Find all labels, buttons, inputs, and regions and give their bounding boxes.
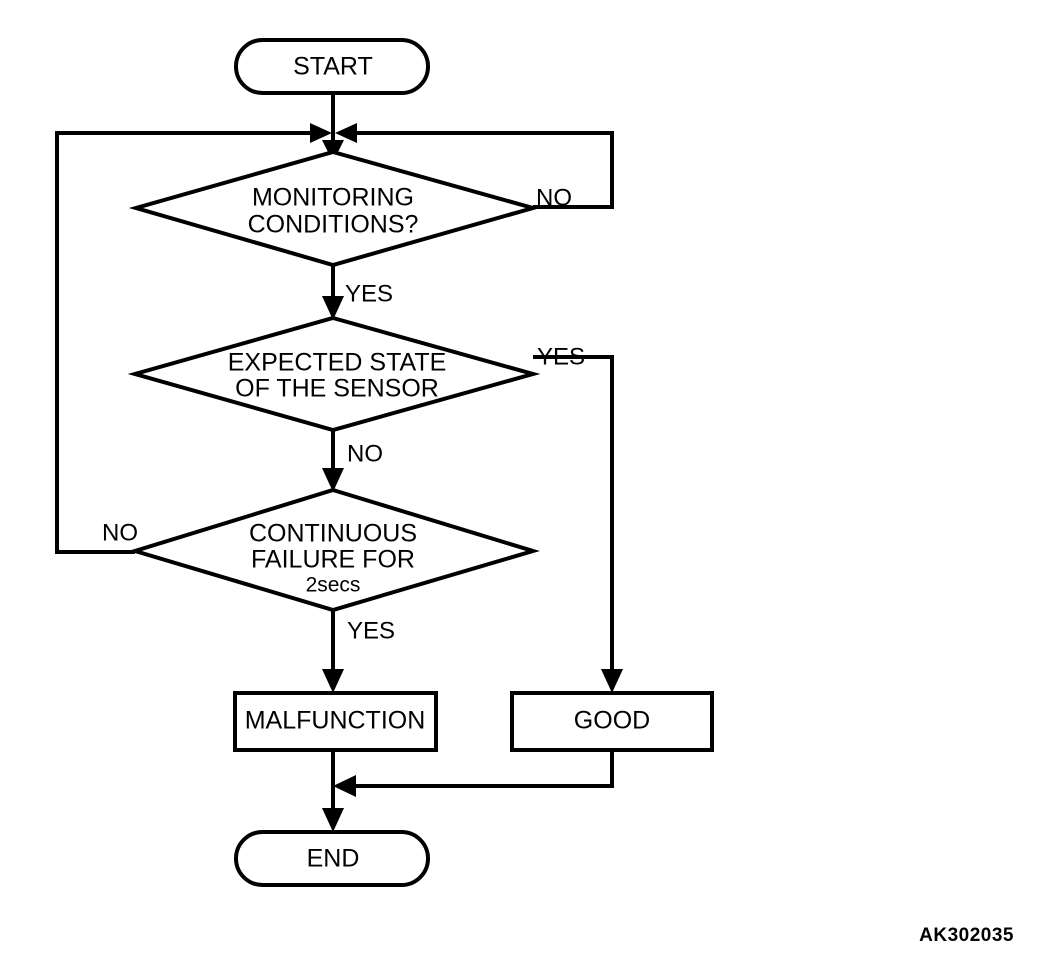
decision-expected-state-shape: [127, 315, 541, 433]
edge-label-expected-state-yes: YES: [537, 343, 585, 370]
node-decision-expected-state[interactable]: EXPECTED STATE OF THE SENSOR: [127, 315, 541, 433]
decision-continuous-failure-shape: [128, 487, 540, 613]
decision-monitoring-shape: [128, 149, 541, 268]
start-shape: [234, 38, 430, 95]
arrowhead-into-continuous-failure: [322, 468, 344, 492]
decision-monitoring-label-line1: MONITORING: [252, 184, 414, 212]
connector-continuous-failure-no-feedback: [55, 131, 320, 554]
node-start[interactable]: START: [234, 38, 430, 95]
arrowhead-feedback-left: [310, 123, 332, 143]
corner-code-label: AK302035: [919, 925, 1014, 946]
arrowhead-into-malfunction: [322, 669, 344, 693]
decision-continuous-failure-label-line1: CONTINUOUS: [249, 520, 417, 548]
decision-expected-state-label-line2: OF THE SENSOR: [235, 375, 439, 403]
arrowhead-into-expected-state: [322, 296, 344, 320]
connector-good-merge: [347, 750, 614, 788]
end-label: END: [307, 845, 360, 873]
arrowhead-into-good: [601, 669, 623, 693]
arrowhead-into-end: [322, 808, 344, 832]
end-shape: [234, 830, 430, 887]
arrowhead-merge-left: [333, 775, 356, 797]
connector-monitoring-no-feedback: [347, 131, 614, 209]
node-end[interactable]: END: [234, 830, 430, 887]
edge-label-expected-state-no: NO: [347, 440, 383, 467]
connector-expected-state-yes-to-good: [533, 355, 614, 685]
node-decision-monitoring[interactable]: MONITORING CONDITIONS?: [128, 149, 541, 268]
node-good[interactable]: GOOD: [510, 691, 714, 752]
decision-expected-state-label-line1: EXPECTED STATE: [228, 349, 447, 377]
good-shape: [510, 691, 714, 752]
good-label: GOOD: [574, 707, 650, 735]
node-decision-continuous-failure[interactable]: CONTINUOUS FAILURE FOR 2secs: [128, 487, 540, 613]
edge-label-monitoring-yes: YES: [345, 280, 393, 307]
decision-continuous-failure-label-line2: FAILURE FOR: [251, 546, 415, 574]
malfunction-shape: [233, 691, 438, 752]
edge-label-monitoring-no: NO: [536, 184, 572, 211]
decision-monitoring-label-line2: CONDITIONS?: [248, 211, 419, 239]
edge-label-continuous-failure-yes: YES: [347, 617, 395, 644]
edge-label-continuous-failure-no: NO: [102, 519, 138, 546]
arrowhead-feedback-right: [335, 123, 357, 143]
start-label: START: [293, 53, 373, 81]
decision-continuous-failure-label-line3: 2secs: [306, 574, 361, 597]
malfunction-label: MALFUNCTION: [245, 707, 426, 735]
node-malfunction[interactable]: MALFUNCTION: [233, 691, 438, 752]
